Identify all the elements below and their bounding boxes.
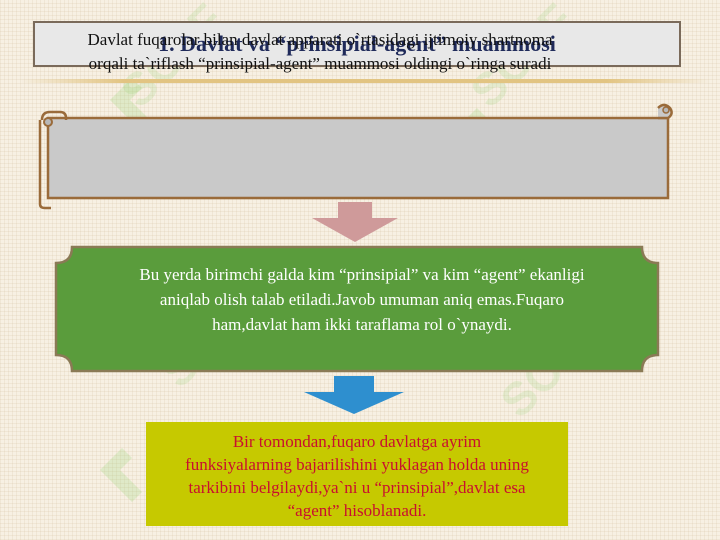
yellow-box-line: tarkibini belgilaydi,ya`ni u “prinsipial… <box>188 478 526 497</box>
green-box-line: aniqlab olish talab etiladi.Javob umuman… <box>159 290 565 309</box>
scroll-text: Davlat fuqarolar bilan davlat apparati o… <box>50 28 590 76</box>
green-box-line: Bu yerda birimchi galda kim “prinsipial”… <box>139 265 585 284</box>
scroll-text-line: orqali ta`riflash “prinsipial-agent” mua… <box>88 54 552 73</box>
slide-title: 1. Davlat va “prinsipial-agent” muammosi <box>158 31 556 56</box>
green-box-line: ham,davlat ham ikki taraflama rol o`ynay… <box>212 315 512 334</box>
yellow-box-line: Bir tomondan,fuqaro davlatga ayrim <box>232 432 482 451</box>
yellow-box-line: “agent” hisoblanadi. <box>287 501 427 520</box>
title-divider <box>20 79 710 83</box>
green-box-text: Bu yerda birimchi galda kim “prinsipial”… <box>82 262 642 337</box>
title-box: 1. Davlat va “prinsipial-agent” muammosi <box>33 21 681 67</box>
scroll-shape <box>38 103 673 210</box>
down-arrow-icon <box>304 376 404 414</box>
yellow-box: Bir tomondan,fuqaro davlatga ayrim funks… <box>146 422 568 526</box>
scroll-text-line: Davlat fuqarolar bilan davlat apparati o… <box>87 30 553 49</box>
yellow-box-line: funksiyalarning bajarilishini yuklagan h… <box>185 455 529 474</box>
yellow-box-text: Bir tomondan,fuqaro davlatga ayrim funks… <box>146 430 568 522</box>
down-arrow-icon <box>312 202 398 242</box>
green-plaque-shape <box>54 245 660 373</box>
